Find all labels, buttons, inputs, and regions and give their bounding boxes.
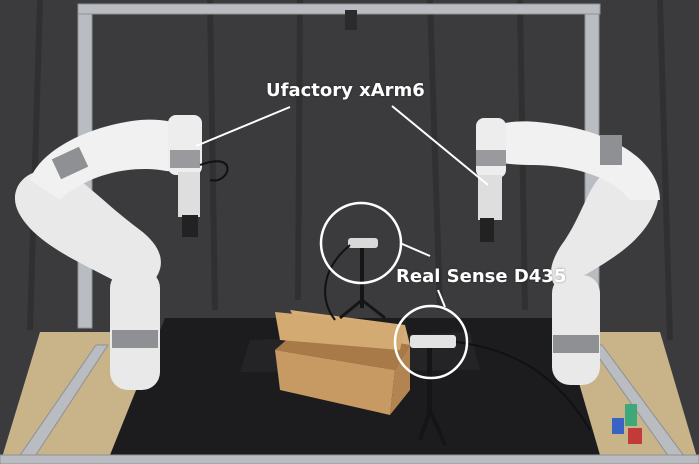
back-camera-tripod — [339, 238, 386, 320]
highlight-circle-front-camera — [393, 304, 469, 380]
left-robot-arm — [14, 115, 202, 390]
cardboard-box — [275, 310, 410, 415]
leader-line-back-camera — [399, 242, 431, 257]
top-camera-mount — [345, 10, 357, 30]
leader-line-front-camera — [437, 289, 446, 308]
right-robot-arm — [476, 118, 660, 385]
camera-label: Real Sense D435 — [396, 266, 567, 287]
green-block — [625, 404, 637, 426]
leader-line-right-arm — [391, 105, 489, 186]
robot-arm-label: Ufactory xArm6 — [266, 80, 425, 101]
blue-block — [612, 418, 624, 434]
leader-line-left-arm — [195, 106, 291, 147]
red-block — [628, 428, 642, 444]
front-camera-clamp — [410, 335, 456, 446]
